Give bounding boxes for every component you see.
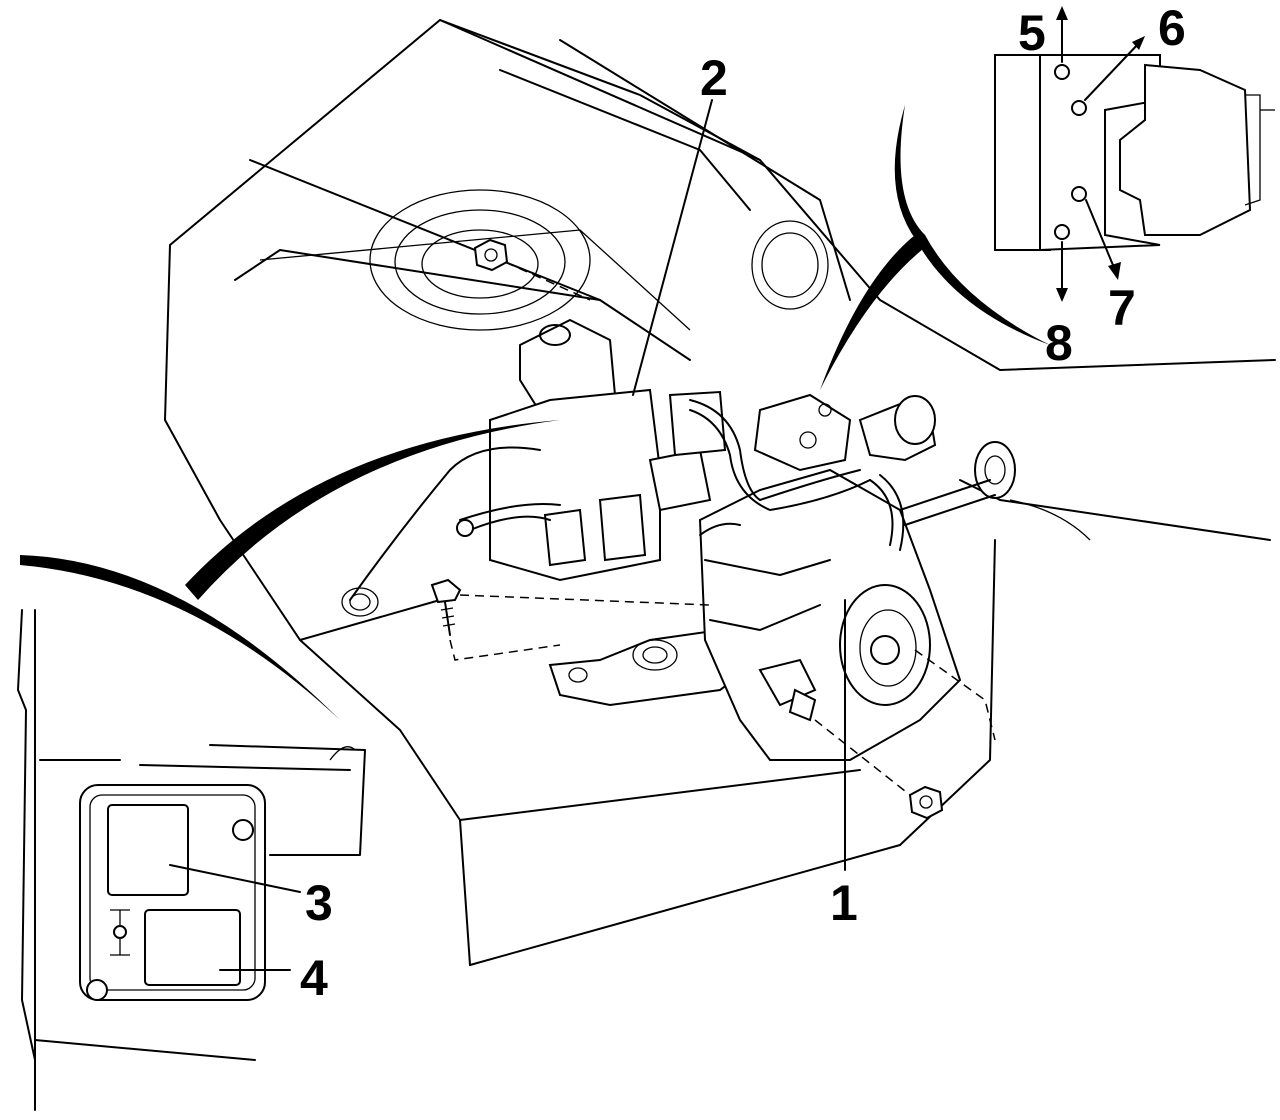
callout-7: 7 <box>1108 280 1136 336</box>
magnifier-curves <box>20 105 1050 720</box>
callout-5: 5 <box>1018 5 1046 61</box>
callout-4: 4 <box>300 950 328 1006</box>
abs-ports-inset <box>994 6 1275 302</box>
callout-6: 6 <box>1158 0 1186 56</box>
engine-bay-panels <box>164 19 1276 966</box>
abs-module <box>430 393 996 820</box>
callout-1: 1 <box>830 875 858 931</box>
callout-3: 3 <box>305 875 333 931</box>
callout-2: 2 <box>700 50 728 106</box>
callout-labels: 2 1 3 4 5 6 7 8 <box>300 0 1186 1006</box>
wiring-harness <box>349 388 996 601</box>
leader-lines <box>632 99 846 871</box>
relay-box-inset <box>17 609 366 1111</box>
callout-8: 8 <box>1045 315 1073 371</box>
